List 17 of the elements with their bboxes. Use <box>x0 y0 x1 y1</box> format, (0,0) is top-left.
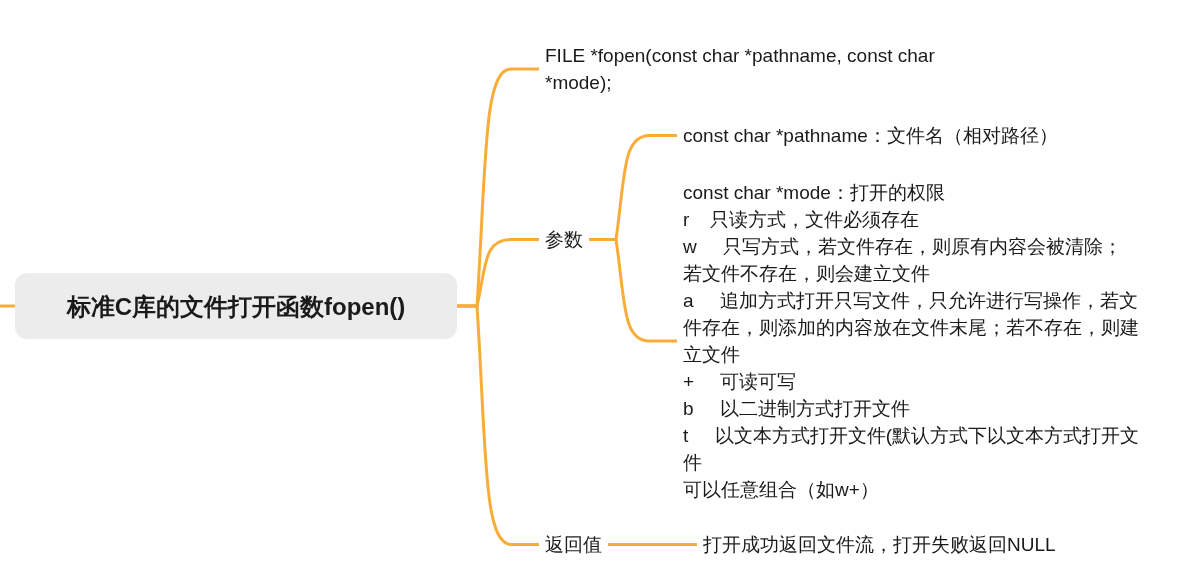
branch-line <box>457 304 539 546</box>
topic-text: 返回值 <box>545 531 602 558</box>
text-line: const char *mode：打开的权限 <box>683 181 946 205</box>
topic-text: FILE *fopen(const char *pathname, const char *mode); <box>545 42 965 96</box>
text-line: a 追加方式打开只写文件，只允许进行写操作，若文件存在，则添加的内容放在文件末尾；若不存在，则建立文件 <box>683 289 1140 367</box>
text-line: t 以文本方式打开文件(默认方式下以文本方式打开文件 <box>683 424 1140 475</box>
branch-line <box>0 304 15 308</box>
root-topic: 标准C库的文件打开函数fopen() <box>15 273 457 339</box>
text-line: r 只读方式，文件必须存在 <box>683 208 921 232</box>
topic-text: const char *pathname：文件名（相对路径） <box>683 122 1143 149</box>
text-line: 可以任意组合（如w+） <box>683 478 880 502</box>
branch-line <box>608 543 697 546</box>
topic-text: 打开成功返回文件流，打开失败返回NULL <box>703 531 1143 558</box>
text-line: b 以二进制方式打开文件 <box>683 397 911 421</box>
text-line: + 可读可写 <box>683 370 798 394</box>
branch-line <box>589 238 677 343</box>
topic-text: 参数 <box>545 226 583 253</box>
